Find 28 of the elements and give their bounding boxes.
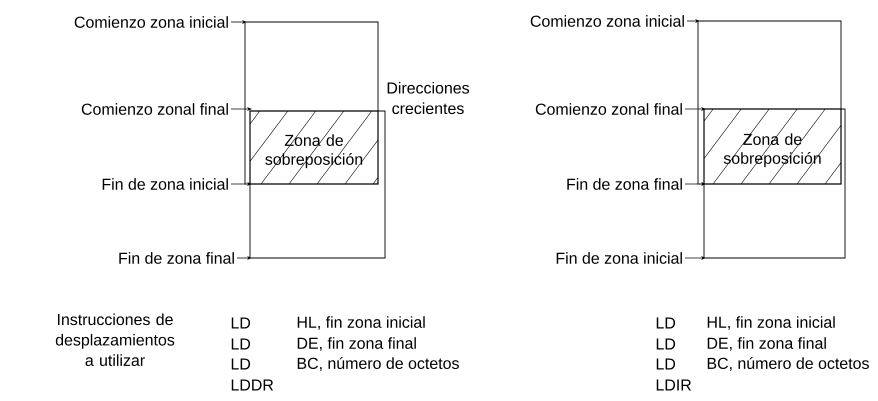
zone-label: Fin de zona final	[119, 252, 234, 264]
caption-text: Instrucciones de desplazamientos a utilizar	[56, 313, 174, 366]
zone-label: Fin de zona inicial	[102, 178, 228, 190]
memory-zone-box	[250, 110, 386, 258]
operand-text: BC, número de octetos	[298, 357, 459, 371]
operand-text: DE, fin zona final	[298, 337, 416, 351]
zone-label: Fin de zona final	[567, 178, 682, 190]
instruction-text: LD	[232, 338, 250, 350]
zone-label: Comienzo zonal final	[82, 103, 228, 115]
instruction-text: LDDR	[232, 380, 274, 390]
instruction-text: LD	[656, 318, 676, 328]
operand-text: BC, número de octetos	[708, 357, 869, 371]
zone-label: Comienzo zonal final	[536, 103, 682, 115]
memory-zone-box	[244, 22, 378, 184]
operand-text: HL, fin zona inicial	[298, 316, 425, 330]
operand-text: HL, fin zona inicial	[708, 316, 835, 330]
memory-zone-box	[704, 108, 846, 258]
instruction-text: LD	[232, 358, 250, 370]
instruction-text: LD	[656, 358, 676, 370]
zone-label: Comienzo zona inicial	[530, 15, 684, 27]
instruction-text: LD	[656, 338, 676, 350]
instruction-text: LD	[232, 318, 250, 328]
operand-text: DE, fin zona final	[708, 337, 826, 351]
instruction-text: LDIR	[656, 380, 692, 390]
zone-label: Fin de zona inicial	[556, 252, 682, 264]
zone-label: Comienzo zona inicial	[74, 16, 228, 28]
memory-zone-box	[698, 20, 842, 184]
direction-note: Direcciones crecientes	[388, 82, 470, 114]
